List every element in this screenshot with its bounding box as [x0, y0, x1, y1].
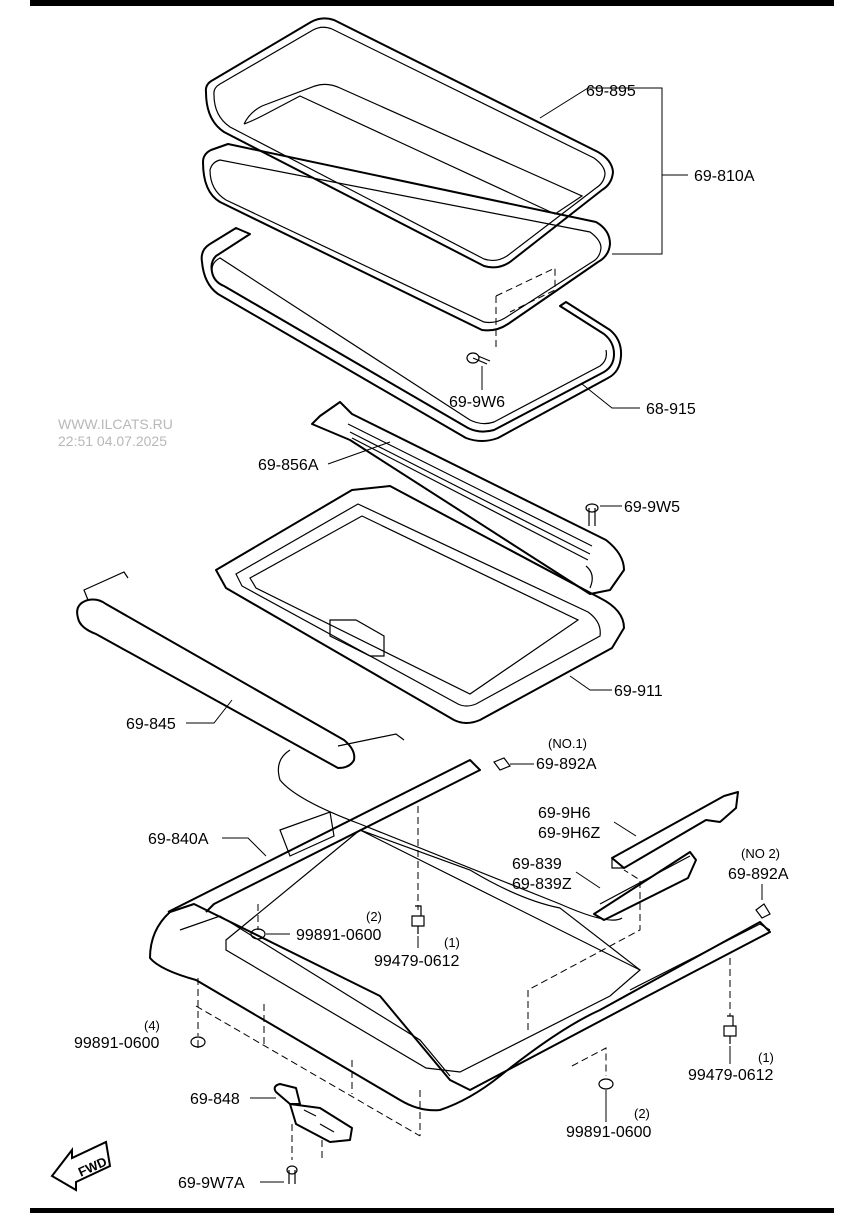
leader-69-911: [569, 675, 612, 691]
housing-69-840A: [149, 759, 771, 1112]
label-69-810A: 69-810A: [694, 168, 755, 185]
nut-99891-0600-c: [598, 1078, 614, 1090]
arm-69-839: [593, 851, 697, 921]
clip-69-892a-no1: [493, 757, 511, 771]
label-99479-0612-b-qty: (1): [758, 1050, 774, 1065]
deflector-69-856A: [311, 401, 625, 595]
label-99891-0600-b-qty: (4): [144, 1018, 160, 1033]
label-99479-0612-a: 99479-0612: [374, 953, 460, 970]
label-99891-0600-a-qty: (2): [366, 909, 382, 924]
leader-68-915: [581, 383, 640, 409]
label-69-892A-no1-note: (NO.1): [548, 736, 587, 751]
label-69-848: 69-848: [190, 1091, 240, 1108]
label-99891-0600-c: 99891-0600: [566, 1124, 652, 1141]
bracket-69-9h6: [611, 791, 739, 869]
bolt-99479-0612-a: [411, 905, 425, 934]
label-69-845: 69-845: [126, 716, 176, 733]
bolt-99479-0612-b: [723, 1015, 737, 1044]
label-99479-0612-b: 99479-0612: [688, 1067, 774, 1084]
label-69-840A: 69-840A: [148, 831, 209, 848]
label-99891-0600-b: 99891-0600: [74, 1035, 160, 1052]
bracket-69-810A: [612, 87, 663, 255]
label-69-9W5: 69-9W5: [624, 499, 680, 516]
label-99479-0612-a-qty: (1): [444, 935, 460, 950]
label-69-892A-no2-note: (NO 2): [741, 846, 780, 861]
frame-69-911: [215, 485, 625, 724]
screw-69-9w7a: [286, 1165, 298, 1184]
dashed-guide-9w6: [495, 267, 556, 350]
label-69-892A-no1: 69-892A: [536, 756, 597, 773]
leader-69-840A: [222, 837, 267, 857]
screw-69-9w5: [585, 503, 599, 526]
leader-69-839: [575, 871, 601, 889]
label-69-839Z: 69-839Z: [512, 876, 572, 893]
label-69-892A-no2: 69-892A: [728, 866, 789, 883]
top-border: [30, 0, 834, 6]
motor-69-848: [273, 1083, 353, 1143]
label-69-9H6: 69-9H6: [538, 805, 591, 822]
seal-68-915: [200, 227, 623, 442]
leader-69-845: [186, 699, 233, 724]
label-69-9W7A: 69-9W7A: [178, 1175, 245, 1192]
dashed-guide-9w7a: [291, 1124, 323, 1160]
label-99891-0600-c-qty: (2): [634, 1106, 650, 1121]
clip-69-892a-no2: [755, 903, 771, 919]
leader-69-856A: [327, 441, 391, 465]
label-99891-0600-a: 99891-0600: [296, 927, 382, 944]
screw-69-9w6: [466, 352, 491, 365]
label-69-895: 69-895: [586, 83, 636, 100]
label-69-911: 69-911: [614, 683, 663, 700]
watermark-datetime: 22:51 04.07.2025: [58, 433, 167, 449]
fwd-arrow-icon: FWD: [50, 1140, 112, 1192]
nut-99891-0600-a: [250, 928, 266, 940]
watermark-site: WWW.ILCATS.RU: [58, 416, 173, 432]
drive-cable: [277, 749, 623, 921]
label-69-9W6: 69-9W6: [449, 394, 505, 411]
label-69-839: 69-839: [512, 856, 562, 873]
leader-69-895: [539, 87, 648, 119]
label-69-856A: 69-856A: [258, 457, 319, 474]
label-68-915: 68-915: [646, 401, 696, 418]
leader-69-9H6: [613, 821, 637, 837]
glass-panel: [202, 143, 611, 332]
label-69-9H6Z: 69-9H6Z: [538, 825, 600, 842]
sunshade-69-845: [76, 571, 405, 769]
bottom-border: [30, 1208, 834, 1213]
glass-seal-69-895: [204, 17, 614, 269]
